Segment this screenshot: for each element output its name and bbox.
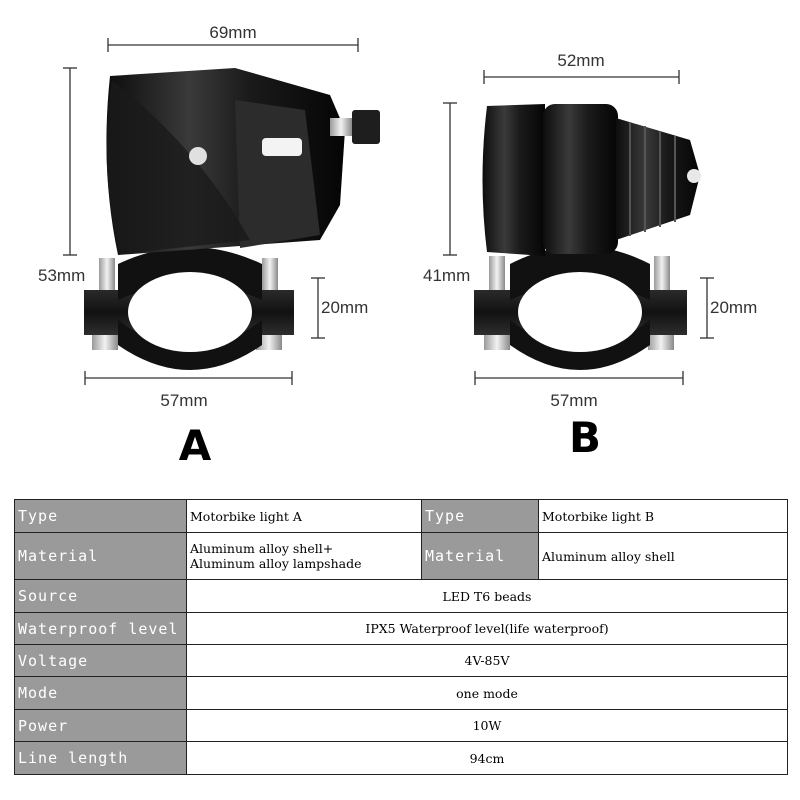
bolt-icon bbox=[99, 258, 115, 292]
dim-b-clamp: 57mm bbox=[550, 391, 597, 410]
table-row: Power 10W bbox=[14, 709, 788, 742]
source-label: Source bbox=[14, 579, 187, 613]
table-row: Material Aluminum alloy shell+ Aluminum … bbox=[14, 532, 788, 580]
material-b-label: Material bbox=[421, 532, 539, 580]
type-a-value: Motorbike light A bbox=[186, 499, 422, 533]
material-label: Material bbox=[14, 532, 187, 580]
line-length-label: Line length bbox=[14, 741, 187, 775]
dimension-lines bbox=[63, 38, 714, 385]
dim-a-height: 53mm bbox=[38, 266, 85, 285]
material-a-value: Aluminum alloy shell+ Aluminum alloy lam… bbox=[186, 532, 422, 580]
bolt-icon bbox=[262, 258, 278, 292]
source-value: LED T6 beads bbox=[186, 579, 788, 613]
type-label: Type bbox=[14, 499, 187, 533]
light-b-illustration bbox=[474, 104, 701, 370]
dim-a-width: 69mm bbox=[209, 23, 256, 42]
table-row: Waterproof level IPX5 Waterproof level(l… bbox=[14, 612, 788, 645]
mode-value: one mode bbox=[186, 676, 788, 710]
mode-label: Mode bbox=[14, 676, 187, 710]
clamp-ring-lower bbox=[118, 320, 262, 370]
spec-table: Type Motorbike light A Type Motorbike li… bbox=[14, 499, 788, 775]
bolt-icon bbox=[330, 118, 352, 136]
dim-a-clamp: 57mm bbox=[160, 391, 207, 410]
product-diagram: 69mm 53mm 20mm 57mm 52mm 41mm 20mm 57mm … bbox=[38, 23, 757, 470]
type-b-value: Motorbike light B bbox=[538, 499, 788, 533]
table-row: Mode one mode bbox=[14, 676, 788, 710]
power-label: Power bbox=[14, 709, 187, 742]
power-value: 10W bbox=[186, 709, 788, 742]
label-a: A bbox=[179, 421, 212, 470]
voltage-value: 4V-85V bbox=[186, 644, 788, 677]
bolt-icon bbox=[489, 256, 505, 290]
light-a-illustration bbox=[84, 68, 380, 370]
line-length-value: 94cm bbox=[186, 741, 788, 775]
bolt-icon bbox=[654, 256, 670, 290]
type-b-label: Type bbox=[421, 499, 539, 533]
dim-b-height: 41mm bbox=[423, 266, 470, 285]
waterproof-label: Waterproof level bbox=[14, 612, 187, 645]
dim-b-mount: 20mm bbox=[710, 298, 757, 317]
table-row: Type Motorbike light A Type Motorbike li… bbox=[14, 499, 788, 533]
material-a-line2: Aluminum alloy lampshade bbox=[190, 556, 362, 571]
light-b-housing bbox=[482, 104, 545, 256]
label-b: B bbox=[569, 413, 601, 462]
table-row: Source LED T6 beads bbox=[14, 579, 788, 613]
table-row: Voltage 4V-85V bbox=[14, 644, 788, 677]
table-row: Line length 94cm bbox=[14, 741, 788, 775]
dim-b-width: 52mm bbox=[557, 51, 604, 70]
waterproof-value: IPX5 Waterproof level(life waterproof) bbox=[186, 612, 788, 645]
dim-a-mount: 20mm bbox=[321, 298, 368, 317]
material-a-line1: Aluminum alloy shell+ bbox=[190, 541, 334, 556]
material-b-value: Aluminum alloy shell bbox=[538, 532, 788, 580]
voltage-label: Voltage bbox=[14, 644, 187, 677]
